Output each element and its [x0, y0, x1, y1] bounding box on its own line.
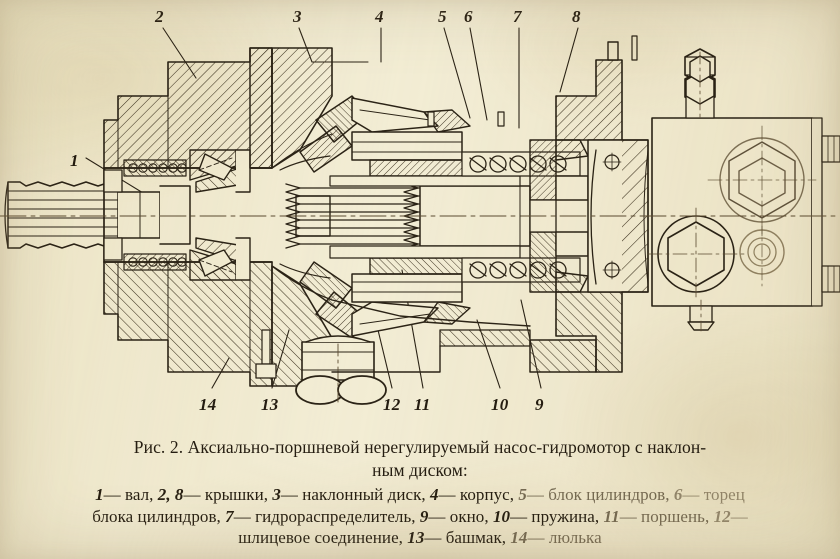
legend-line-2: блока цилиндров, 7— гидрораспределитель,…	[0, 506, 840, 528]
taper-roller-bearing-bottom	[189, 237, 245, 281]
caption-line-2: ным диском:	[372, 460, 468, 480]
legend-entry-5: 5— блок цилиндров,	[518, 485, 674, 504]
center-hex-bolt-bottom	[295, 335, 387, 405]
legend-entry-7: 7— гидрораспределитель,	[225, 506, 420, 526]
legend-entry-13: 13— башмак,	[407, 528, 511, 547]
legend-entry-6: 6— торец	[673, 485, 745, 504]
legend-entry-2-8: 2, 8— крышки,	[157, 485, 273, 504]
callout-12: 12	[383, 395, 401, 414]
callout-14: 14	[199, 395, 217, 414]
manifold-block	[647, 48, 840, 335]
lip-seal-spring-bottom	[123, 253, 187, 271]
detail-lines	[117, 61, 521, 373]
legend-entry-14: 14— люлька	[510, 528, 602, 547]
legend-entry-10: 10— пружина,	[492, 506, 604, 526]
drive-shaft	[4, 181, 191, 249]
legend-entry-9: 9— окно,	[419, 506, 493, 526]
callout-3: 3	[293, 7, 302, 26]
front-cover-housing	[103, 47, 273, 387]
axial-piston-pump-cross-section	[0, 27, 840, 405]
lower-housing-contour	[271, 133, 531, 373]
callout-10: 10	[491, 395, 509, 414]
manifold-side-studs	[821, 135, 840, 293]
caption-line-1: Рис. 2. Аксиально-поршневой нерегулируем…	[133, 437, 707, 457]
swashplate-and-cradle	[249, 47, 369, 387]
taper-roller-bearing-top	[189, 149, 245, 193]
callout-2: 2	[155, 7, 164, 26]
rear-cover	[555, 35, 649, 373]
manifold-top-nuts	[684, 48, 716, 121]
callout-4: 4	[375, 7, 384, 26]
legend-entry-3: 3— наклонный диск,	[272, 485, 430, 504]
figure-legend: 1— вал, 2, 8— крышки, 3— наклонный диск,…	[0, 484, 840, 549]
figure-caption: Рис. 2. Аксиально-поршневой нерегулируем…	[0, 436, 840, 482]
legend-entry-11: 11— поршень,	[603, 506, 714, 526]
lip-seal-spring-top	[123, 159, 187, 177]
callout-8: 8	[572, 7, 581, 26]
callout-6: 6	[464, 7, 473, 26]
callout-9: 9	[535, 395, 544, 414]
callout-11: 11	[414, 395, 431, 414]
leader-lines-top	[162, 27, 579, 129]
port-lower-right	[739, 221, 785, 287]
callout-13: 13	[261, 395, 279, 414]
legend-line-1: 1— вал, 2, 8— крышки, 3— наклонный диск,…	[0, 484, 840, 506]
body-fasteners	[255, 111, 597, 405]
legend-entry-6-cont: блока цилиндров,	[92, 506, 226, 526]
callout-1: 1	[70, 151, 79, 170]
shaft-seal-and-bearing-left	[103, 149, 251, 281]
legend-line-3: шлицевое соединение, 13— башмак, 14— люл…	[0, 527, 840, 549]
legend-entry-12-cont: шлицевое соединение,	[238, 528, 408, 547]
cylinder-block	[285, 175, 531, 259]
bottom-flange-bolt	[255, 329, 277, 379]
legend-entry-12: 12—	[713, 506, 748, 526]
callout-5: 5	[438, 7, 447, 26]
legend-entry-1: 1— вал,	[95, 485, 158, 504]
callout-7: 7	[513, 7, 522, 26]
legend-entry-4: 4— корпус,	[429, 485, 519, 504]
manifold-bottom-nut	[687, 299, 715, 335]
